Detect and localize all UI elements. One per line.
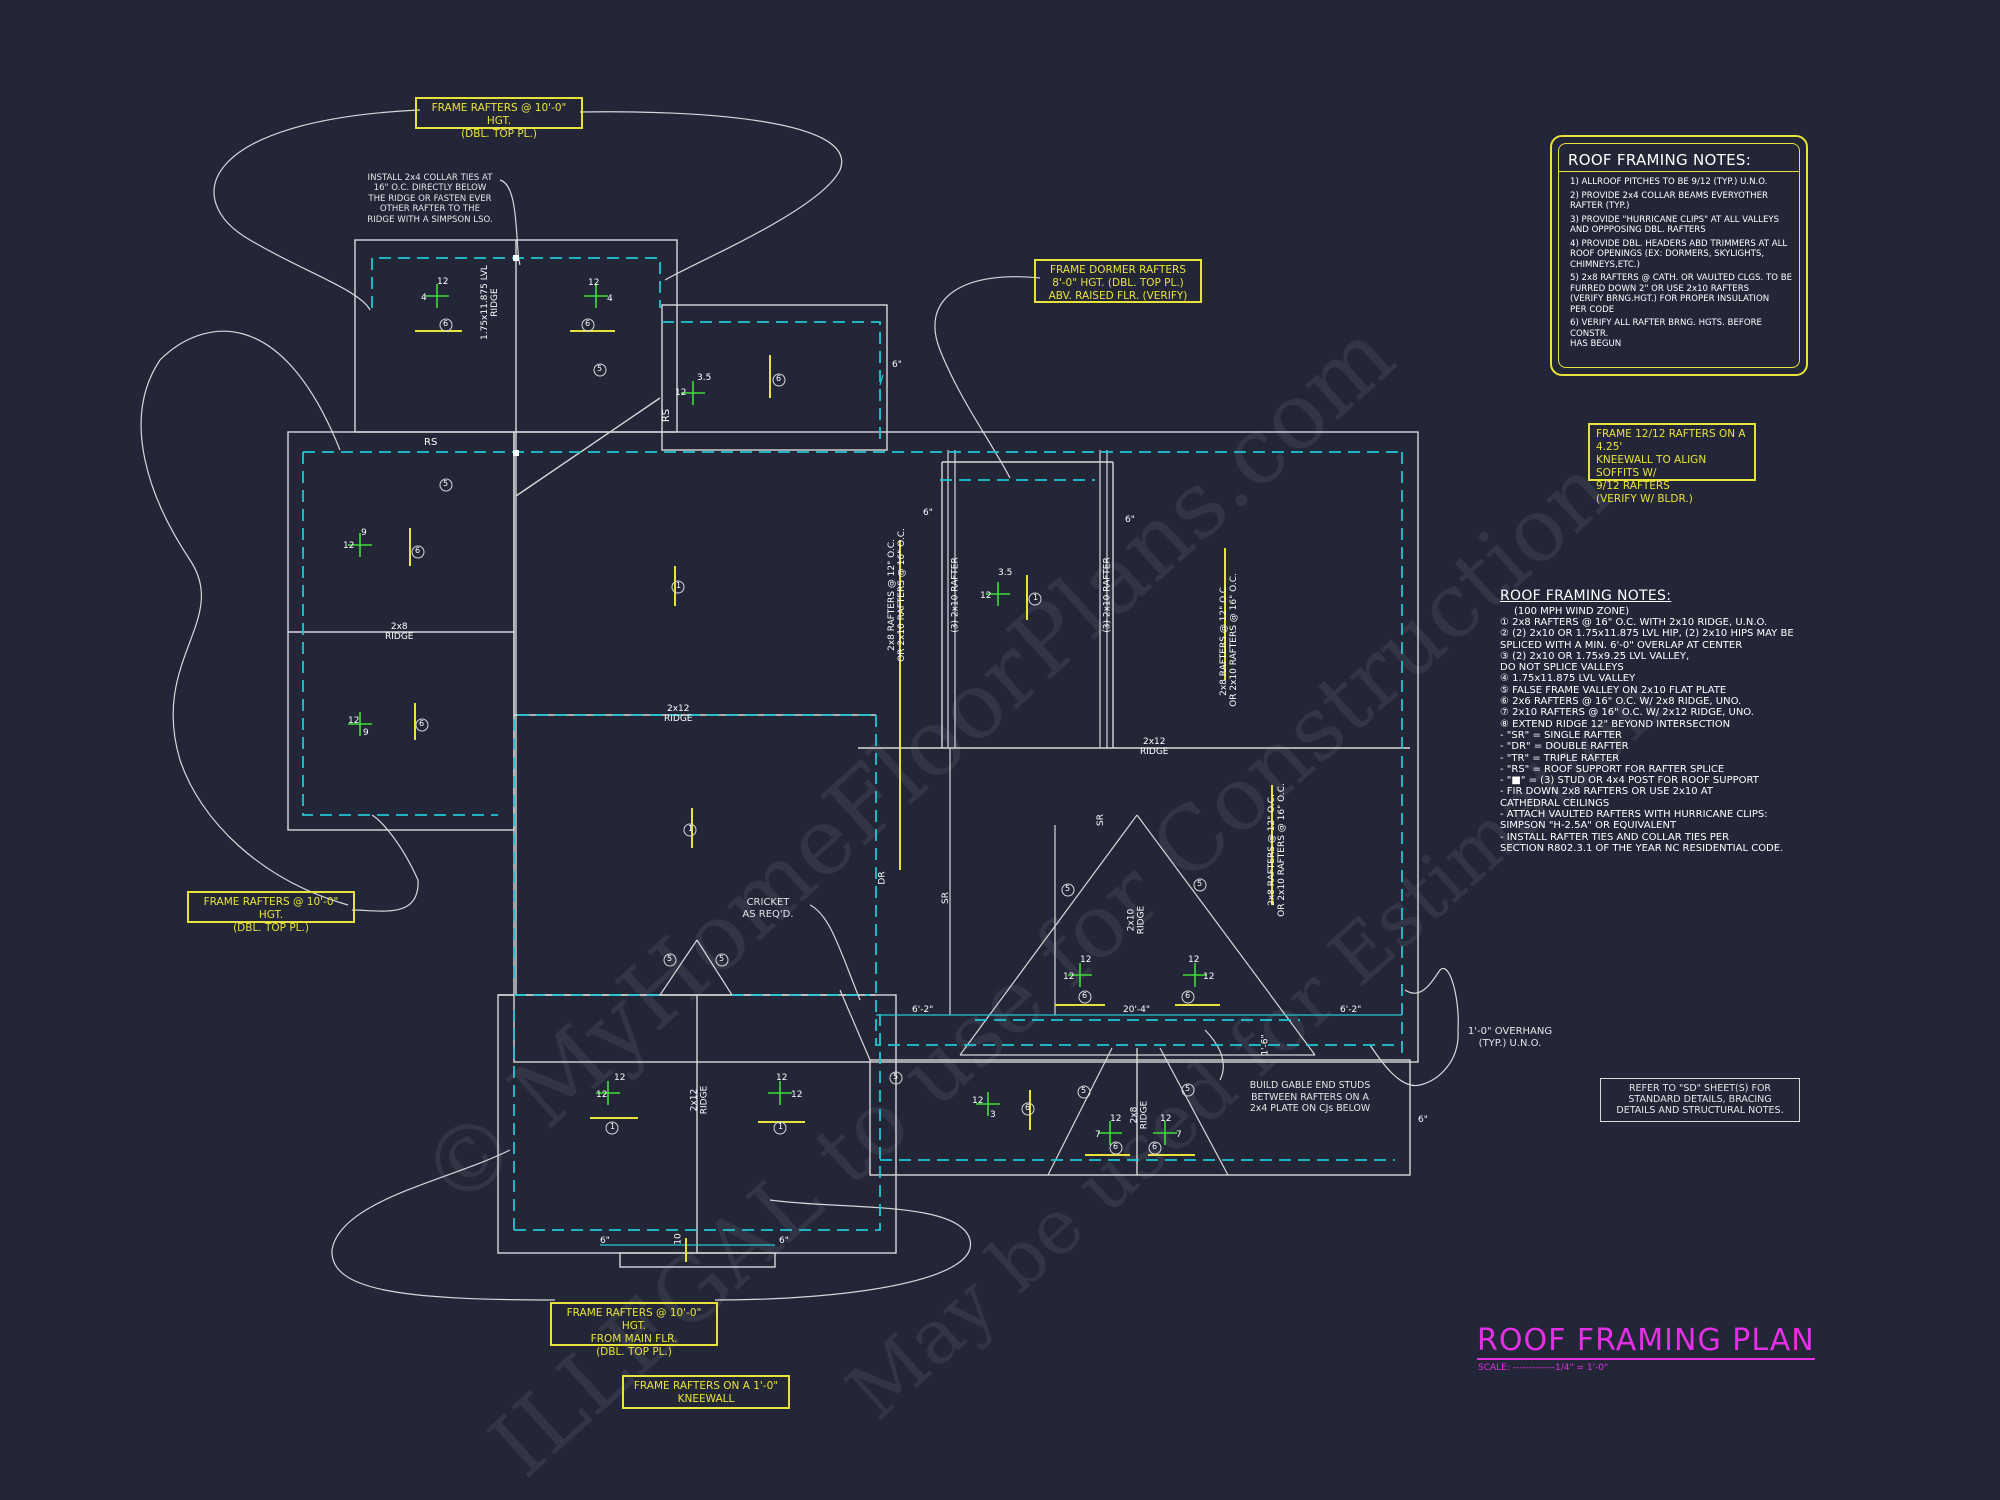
notes-box-title: ROOF FRAMING NOTES: — [1568, 151, 1752, 169]
notes-list-subtitle: (100 MPH WIND ZONE) — [1514, 606, 1630, 617]
notes-box-inner-border — [1558, 143, 1800, 368]
notes-list-item: ① 2x8 RAFTERS @ 16" O.C. WITH 2x10 RIDGE… — [1500, 617, 1768, 628]
ridge-lines — [659, 450, 1316, 1176]
callout-dormer-rafters: FRAME DORMER RAFTERS 8'-0" HGT. (DBL. TO… — [1034, 259, 1202, 303]
callout-bottom-kneewall: FRAME RAFTERS ON A 1'-0" KNEEWALL — [622, 1375, 790, 1409]
post-marker — [513, 450, 519, 456]
post-marker — [513, 255, 519, 261]
notes-box-list: 1) ALLROOF PITCHES TO BE 9/12 (TYP.) U.N… — [1570, 177, 1800, 353]
notes-list-item: - "■" = (3) STUD OR 4x4 POST FOR ROOF SU… — [1500, 775, 1759, 787]
note-collar-ties: INSTALL 2x4 COLLAR TIES AT 16" O.C. DIRE… — [367, 173, 493, 225]
notes-list-item: - "SR" = SINGLE RAFTER — [1500, 729, 1622, 741]
callout-left-frame-rafters: FRAME RAFTERS @ 10'-0" HGT. (DBL. TOP PL… — [187, 891, 355, 934]
notes-list-title: ROOF FRAMING NOTES: — [1500, 588, 1672, 604]
leader-lines — [140, 109, 1459, 1301]
notes-list-item: - "DR" = DOUBLE RAFTER — [1500, 741, 1629, 753]
notes-box-item: 4) PROVIDE DBL. HEADERS ABD TRIMMERS AT … — [1570, 238, 1788, 270]
callout-kneewall-425: FRAME 12/12 RAFTERS ON A 4.25' KNEEWALL … — [1588, 423, 1756, 505]
note-cricket: CRICKET AS REQ'D. — [742, 897, 794, 920]
notes-list-item: ⑥ 2x6 RAFTERS @ 16" O.C. W/ 2x8 RIDGE, U… — [1500, 696, 1742, 708]
notes-list-item: ③ (2) 2x10 OR 1.75x9.25 LVL VALLEY, DO N… — [1500, 650, 1690, 674]
notes-box-item: 6) VERIFY ALL RAFTER BRNG. HGTS. BEFORE … — [1570, 318, 1762, 349]
notes-list-item: - FIR DOWN 2x8 RAFTERS OR USE 2x10 AT CA… — [1500, 786, 1713, 809]
circled-tags — [411, 318, 1207, 1155]
roof-framing-notes-list: ROOF FRAMING NOTES: (100 MPH WIND ZONE) … — [1500, 588, 1840, 854]
notes-list-item: - INSTALL RAFTER TIES AND COLLAR TIES PE… — [1500, 831, 1784, 854]
notes-list-item: ② (2) 2x10 OR 1.75x11.875 LVL HIP, (2) 2… — [1500, 628, 1794, 651]
drawing-title: ROOF FRAMING PLAN — [1477, 1323, 1815, 1360]
notes-list-item: ⑧ EXTEND RIDGE 12" BEYOND INTERSECTION — [1500, 718, 1731, 730]
callout-top-frame-rafters: FRAME RAFTERS @ 10'-0" HGT. (DBL. TOP PL… — [415, 97, 583, 140]
overhang-lines — [302, 257, 1403, 1231]
notes-list-item: - "TR" = TRIPLE RAFTER — [1500, 752, 1620, 764]
callout-bottom-main-floor: FRAME RAFTERS @ 10'-0" HGT. FROM MAIN FL… — [550, 1302, 718, 1358]
roof-framing-notes-box: ROOF FRAMING NOTES: 1) ALLROOF PITCHES T… — [1550, 135, 1808, 376]
rafter-arrows — [409, 330, 1273, 1262]
notes-list-item: ④ 1.75x11.875 LVL VALLEY — [1500, 673, 1636, 685]
notes-list-item: - "RS" = ROOF SUPPORT FOR RAFTER SPLICE — [1500, 763, 1725, 775]
notes-box-item: 5) 2x8 RAFTERS @ CATH. OR VAULTED CLGS. … — [1570, 273, 1793, 315]
notes-list-item: ⑤ FALSE FRAME VALLEY ON 2x10 FLAT PLATE — [1500, 684, 1727, 696]
notes-list-item: ⑦ 2x10 RAFTERS @ 16" O.C. W/ 2x12 RIDGE,… — [1500, 707, 1754, 719]
note-gable-studs: BUILD GABLE END STUDS BETWEEN RAFTERS ON… — [1249, 1080, 1371, 1114]
refer-note-box: REFER TO "SD" SHEET(S) FOR STANDARD DETA… — [1600, 1078, 1800, 1122]
notes-box-divider — [1558, 171, 1800, 172]
notes-box-item: 3) PROVIDE "HURRICANE CLIPS" AT ALL VALL… — [1570, 214, 1780, 236]
dimension-lines — [600, 374, 1402, 1246]
notes-list-item: - ATTACH VAULTED RAFTERS WITH HURRICANE … — [1500, 809, 1768, 832]
notes-box-item: 2) PROVIDE 2x4 COLLAR BEAMS EVERYOTHER R… — [1570, 190, 1769, 212]
drawing-scale: SCALE: -------------1/4" = 1'-0" — [1478, 1363, 1609, 1373]
notes-box-item: 1) ALLROOF PITCHES TO BE 9/12 (TYP.) U.N… — [1570, 177, 1768, 187]
note-overhang: 1'-0" OVERHANG (TYP.) U.N.O. — [1467, 1026, 1553, 1049]
notes-list-items: ① 2x8 RAFTERS @ 16" O.C. WITH 2x10 RIDGE… — [1500, 617, 1840, 854]
